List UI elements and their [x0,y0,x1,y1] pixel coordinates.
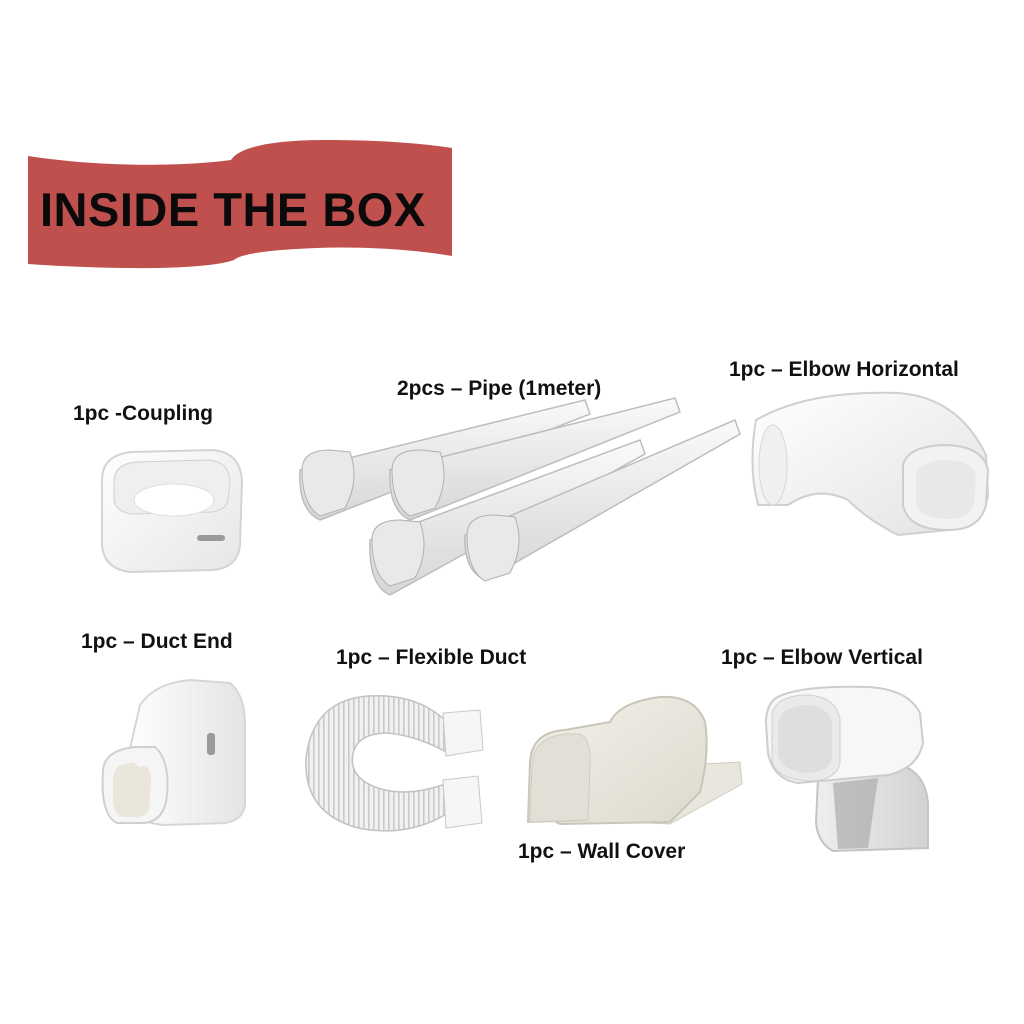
elbow-vertical-icon [764,685,929,853]
duct-end-label: 1pc – Duct End [81,630,233,653]
elbow-horizontal-label: 1pc – Elbow Horizontal [729,358,959,381]
duct-end-product [95,675,255,835]
wall-cover-product [520,692,745,832]
elbow-horizontal-product [748,385,998,560]
duct-end-icon [101,678,246,827]
inside-the-box-banner: INSIDE THE BOX [26,138,454,270]
elbow-vertical-product [758,683,938,853]
coupling-product [92,440,252,580]
pipe-icon [299,397,741,596]
wall-cover-icon [526,695,743,826]
banner-title: INSIDE THE BOX [40,183,426,236]
elbow-vertical-label: 1pc – Elbow Vertical [721,646,923,669]
flexible-duct-icon [305,694,484,832]
ribbon-shape-icon [28,140,452,269]
flexible-duct-label: 1pc – Flexible Duct [336,646,527,669]
elbow-horizontal-icon [751,391,990,537]
pipe-product [290,390,750,610]
coupling-label: 1pc -Coupling [73,402,213,425]
flexible-duct-product [298,688,488,838]
wall-cover-label: 1pc – Wall Cover [518,840,686,863]
pipe-label: 2pcs – Pipe (1meter) [397,377,602,400]
coupling-icon [101,448,244,574]
